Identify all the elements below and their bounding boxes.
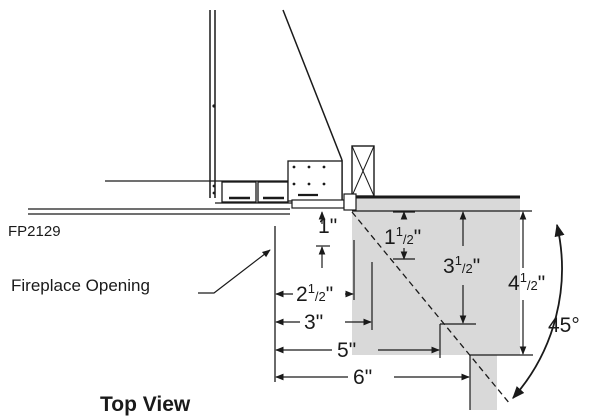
bracket-dot [212, 191, 216, 195]
figure-code-label: FP2129 [8, 223, 61, 240]
clearance-45-line [351, 211, 511, 405]
dim-5in-label: 5" [337, 339, 356, 362]
angle-45-arc [512, 223, 565, 399]
bracket-dot [212, 184, 216, 188]
opening-leader-line [198, 249, 271, 294]
dim-1-5in-label: 11/2" [384, 224, 421, 249]
angle-45-label: 45° [548, 314, 580, 337]
trim-post-cross [351, 145, 375, 197]
hinge-rivet [292, 182, 296, 186]
hinge-rivet [292, 165, 296, 169]
dim-1in-label: 1" [318, 215, 337, 238]
shaded-floor-area [352, 197, 520, 410]
trim-post-base [343, 193, 357, 211]
hinge-rivet [307, 165, 311, 169]
fireplace-opening-label: Fireplace Opening [11, 276, 150, 295]
dim-2-5in-label: 21/2" [296, 281, 333, 306]
hinge-rivet [322, 165, 326, 169]
dim-6in-label: 6" [353, 366, 372, 389]
wall-fastener-dot [212, 104, 216, 108]
dim-3-5in-label: 31/2" [443, 253, 480, 278]
hinge-rivet [307, 182, 311, 186]
view-caption: Top View [100, 393, 191, 416]
hinge-lower-block [291, 199, 345, 209]
hinge-rivet [322, 182, 326, 186]
dim-3in-label: 3" [304, 311, 323, 334]
unit-angled-wall [282, 9, 343, 161]
dim-4-5in-label: 41/2" [508, 270, 545, 295]
